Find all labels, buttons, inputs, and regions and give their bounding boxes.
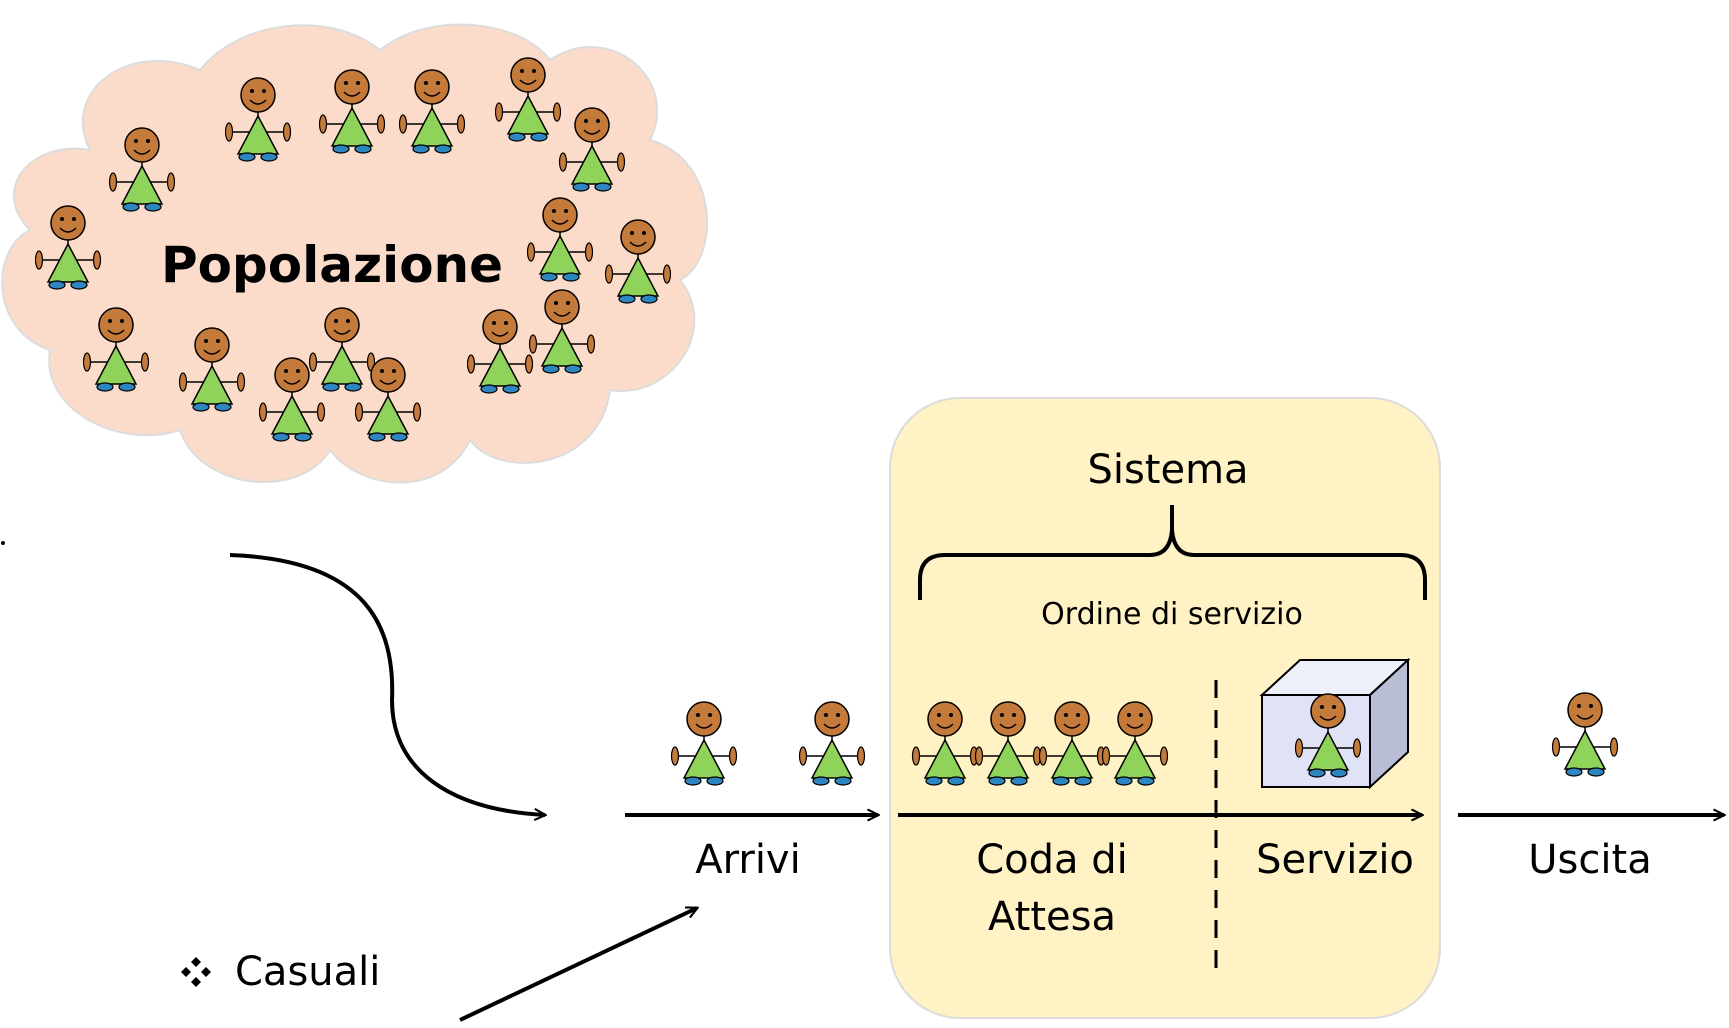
population-label: Popolazione (161, 236, 503, 294)
casual-label: Casuali (235, 949, 380, 995)
casual-arrivals-arrow (459, 906, 697, 1022)
exiting-person (1551, 692, 1619, 777)
edge-dot (1, 541, 5, 545)
service-label: Servizio (1256, 837, 1414, 883)
queue-label-line2: Attesa (988, 894, 1116, 940)
server-box (1259, 657, 1411, 790)
arrivals-label: Arrivi (695, 837, 800, 883)
population-to-arrivals-arrow (229, 553, 545, 815)
system-brace (918, 505, 1427, 600)
service-order-label: Ordine di servizio (1041, 597, 1303, 632)
exit-label: Uscita (1528, 837, 1651, 883)
queue-label-line1: Coda di (976, 837, 1128, 883)
arriving-people (670, 701, 866, 786)
system-title: Sistema (1087, 447, 1248, 493)
four-diamond-bullet-icon (181, 957, 211, 987)
